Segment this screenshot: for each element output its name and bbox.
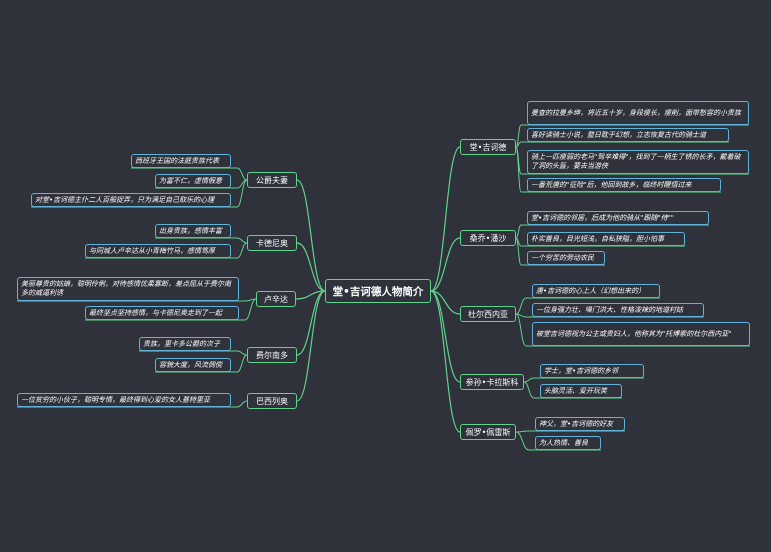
branch-right-2[interactable]: 杜尔西内亚 <box>460 306 516 322</box>
link-right-2-0 <box>515 297 660 315</box>
branch-right-3[interactable]: 参孙•卡拉斯科 <box>460 374 524 390</box>
link-left-1-0 <box>155 237 248 244</box>
leaf-right-0-3[interactable]: 一番荒唐的"征险"后，他回到故乡，临终时醒悟过来 <box>527 178 721 192</box>
link-right-1-2 <box>515 237 605 266</box>
link-left-2-1 <box>85 298 257 321</box>
leaf-right-1-2[interactable]: 一个穷苦的劳动农民 <box>527 251 605 265</box>
link-right-2-2 <box>515 313 750 347</box>
link-root-left-3 <box>296 290 326 356</box>
link-right-1-0 <box>515 224 709 239</box>
link-root-right-2 <box>430 290 461 315</box>
leaf-left-1-0[interactable]: 出身贵族，感情丰富 <box>155 224 231 238</box>
link-left-3-0 <box>139 350 248 356</box>
root-node[interactable]: 堂•吉诃德人物简介 <box>325 279 431 303</box>
leaf-right-0-2[interactable]: 骑上一匹瘦弱的老马"驽辛难得"，找到了一柄生了锈的长矛，戴着破了洞的头盔，要去当… <box>527 150 749 174</box>
leaf-right-1-0[interactable]: 堂•吉诃德的邻居，后成为他的骑从"跟随"侍"" <box>527 211 709 225</box>
leaf-left-4-0[interactable]: 一位贫穷的小伙子，聪明专情，最终得到心爱的女人基特里亚 <box>17 393 231 407</box>
link-right-0-0 <box>515 124 749 148</box>
branch-right-0[interactable]: 堂•吉诃德 <box>460 139 516 155</box>
link-left-4-0 <box>17 400 248 408</box>
link-left-2-0 <box>17 298 257 302</box>
link-left-3-1 <box>155 354 248 373</box>
link-root-right-1 <box>430 237 461 292</box>
link-right-0-1 <box>515 141 729 148</box>
link-right-3-1 <box>523 381 622 399</box>
link-root-left-0 <box>296 179 326 292</box>
leaf-left-2-0[interactable]: 美丽尊贵的姑娘，聪明伶俐，对待感情优柔寡断，差点屈从于费尔南多的威逼利诱 <box>17 277 239 301</box>
link-root-left-1 <box>296 242 326 292</box>
branch-left-0[interactable]: 公爵夫妻 <box>247 172 297 188</box>
leaf-right-3-1[interactable]: 头脑灵活、爱开玩笑 <box>540 384 622 398</box>
link-right-3-0 <box>523 377 644 383</box>
leaf-right-0-1[interactable]: 喜好读骑士小说，整日耽于幻想，立志恢复古代的骑士道 <box>527 128 729 142</box>
leaf-left-0-1[interactable]: 为富不仁，虚情假意 <box>155 174 231 188</box>
link-root-right-0 <box>430 146 461 292</box>
leaf-right-2-0[interactable]: 唐•吉诃德的心上人（幻想出来的） <box>532 284 660 298</box>
leaf-left-0-2[interactable]: 对堂•吉诃德主仆二人百般捉弄，只为满足自己取乐的心理 <box>31 193 231 207</box>
leaf-left-3-0[interactable]: 贵族，里卡多公爵的次子 <box>139 337 231 351</box>
leaf-right-4-0[interactable]: 神父，堂•吉诃德的好友 <box>535 417 625 431</box>
branch-left-4[interactable]: 巴西列奥 <box>247 393 297 409</box>
leaf-right-2-2[interactable]: 被堂吉诃德视为公主或贵妇人，他称其为"托博索的杜尔西内亚" <box>532 322 750 346</box>
link-left-0-1 <box>155 179 248 189</box>
link-right-2-1 <box>515 313 704 318</box>
leaf-left-2-1[interactable]: 最终坚贞坚持感情，与卡德尼奥走到了一起 <box>85 306 239 320</box>
leaf-right-0-0[interactable]: 曼查的拉曼乡绅，将近五十岁，身段瘦长，瘦削，面带愁容的小贵族 <box>527 101 749 125</box>
link-left-0-0 <box>131 167 248 181</box>
link-root-right-3 <box>430 290 461 383</box>
branch-left-3[interactable]: 费尔南多 <box>247 347 297 363</box>
link-root-left-4 <box>296 290 326 402</box>
leaf-left-0-0[interactable]: 西班牙王国的法庭贵族代表 <box>131 154 231 168</box>
link-right-4-1 <box>515 431 601 451</box>
leaf-right-3-0[interactable]: 学士，堂•吉诃德的乡邻 <box>540 364 644 378</box>
branch-right-4[interactable]: 佩罗•佩雷斯 <box>460 424 516 440</box>
leaf-right-4-1[interactable]: 为人热情、善良 <box>535 436 601 450</box>
branch-left-2[interactable]: 卢辛达 <box>256 291 296 307</box>
link-left-0-2 <box>31 179 248 208</box>
link-left-1-1 <box>85 242 248 259</box>
leaf-left-1-1[interactable]: 与同城人卢辛达从小青梅竹马，感情笃厚 <box>85 244 231 258</box>
link-root-right-4 <box>430 290 461 433</box>
link-right-0-3 <box>515 146 721 193</box>
branch-right-1[interactable]: 桑乔•潘沙 <box>460 230 516 246</box>
leaf-right-1-1[interactable]: 朴实善良，目光短浅，自私狭隘，胆小怕事 <box>527 232 685 246</box>
leaf-right-2-1[interactable]: 一位身强力壮、嗓门洪大、性格泼辣的地道村姑 <box>532 303 704 317</box>
leaf-left-3-1[interactable]: 容貌大度，风流倜傥 <box>155 358 231 372</box>
link-root-left-2 <box>295 290 326 300</box>
link-right-4-0 <box>515 430 625 433</box>
branch-left-1[interactable]: 卡德尼奥 <box>247 235 297 251</box>
